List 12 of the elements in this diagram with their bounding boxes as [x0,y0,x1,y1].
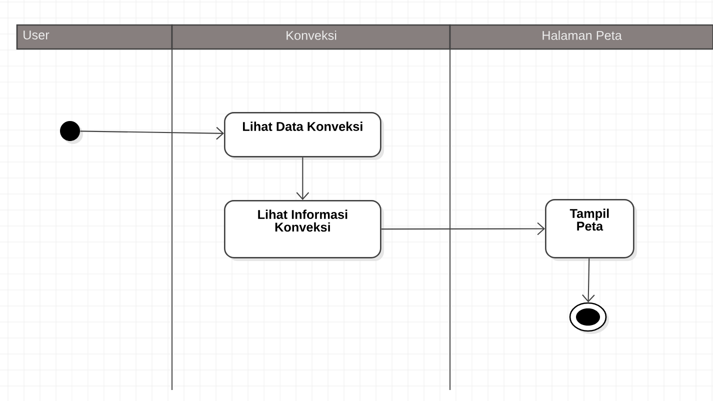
activity-box: Tampil Peta [545,199,637,261]
arrow [582,258,595,302]
arrow [296,157,310,200]
initial-node [60,121,83,144]
activity-box: Lihat Data Konveksi [224,112,384,160]
arrow [381,222,545,236]
swimlane-header: User [16,24,173,50]
activity-box: Lihat Informasi Konveksi [224,200,384,261]
arrow [80,126,224,140]
final-node [569,302,609,334]
swimlane-header: Halaman Peta [449,24,713,50]
swimlane-header: Konveksi [171,24,451,50]
